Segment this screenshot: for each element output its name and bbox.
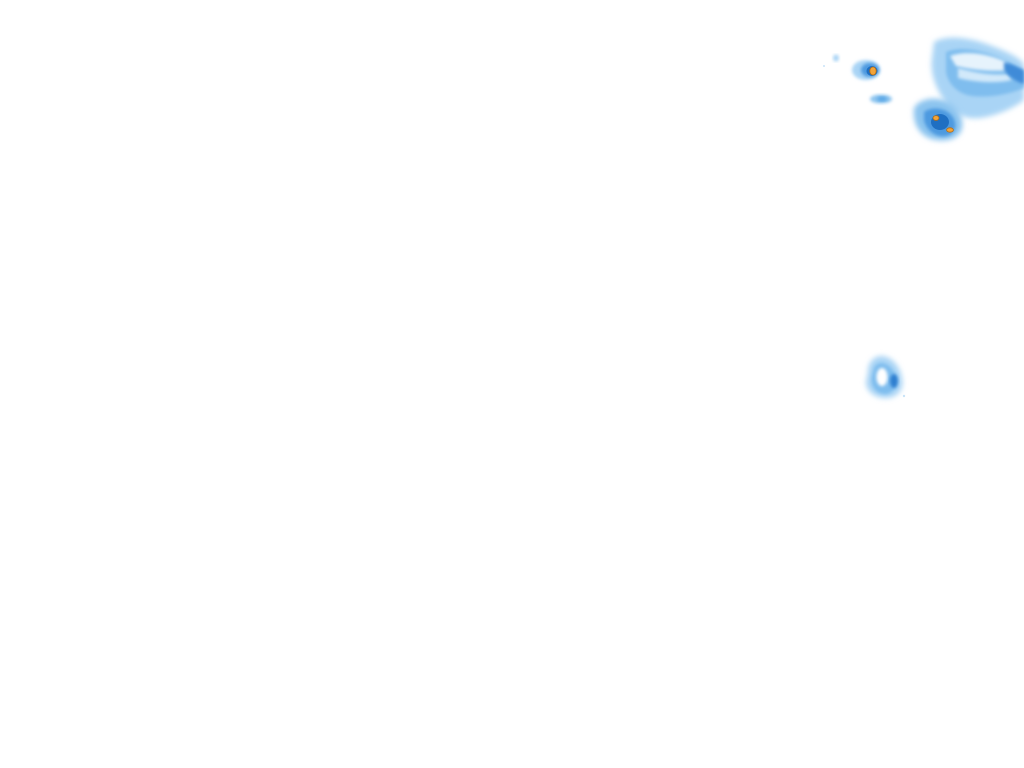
cell-east-ring [866,356,906,399]
cell-northeast-core [913,98,963,141]
cell-speck [823,54,839,67]
cell-northeast-large [931,37,1024,119]
cell-northeast-small [852,60,880,80]
cell-northeast-streak [870,94,892,104]
